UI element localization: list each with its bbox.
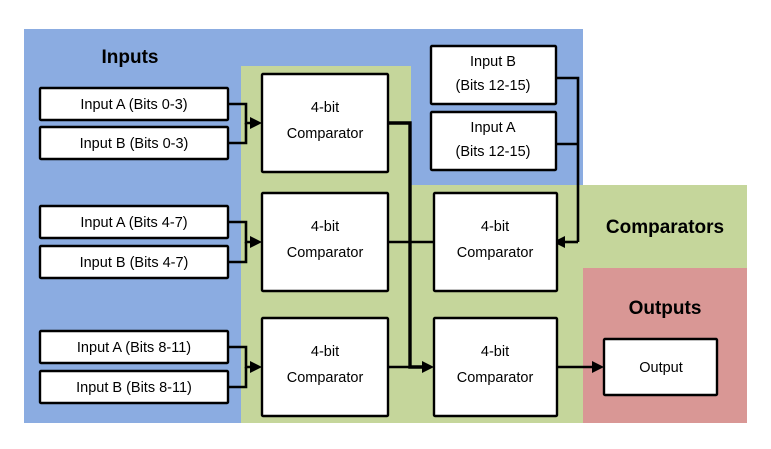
wire-group [228,76,604,389]
node-in-b-4-7-box[interactable] [38,244,230,280]
node-cmp-5[interactable]: 4-bit Comparator [432,316,559,418]
node-in-a-12-15-box[interactable] [429,110,558,172]
node-in-a-8-11-box[interactable] [38,329,230,365]
node-cmp-4-label-line1: 4-bit [481,219,509,235]
node-in-a-12-15[interactable]: Input A (Bits 12-15) [429,110,558,172]
wire-in-b-0-3-to-cmp-1 [228,123,248,145]
node-in-b-4-7[interactable]: Input B (Bits 4-7) [38,244,230,280]
node-cmp-3[interactable]: 4-bit Comparator [260,316,390,418]
band-label-outputs: Outputs [629,298,702,319]
arrowhead-cmp-3-in [250,361,262,373]
node-in-b-12-15-label-line2: (Bits 12-15) [456,78,531,94]
node-cmp-2-label-line2: Comparator [287,245,364,261]
wire-in-b-12-15-to-cmp-4 [556,76,580,242]
node-in-b-8-11[interactable]: Input B (Bits 8-11) [38,369,230,405]
band-comparators-label-block [583,185,747,268]
output-node-group: Output [602,337,719,397]
band-inputs-top-strip [241,29,411,66]
node-output-box[interactable] [602,337,719,397]
band-label-group: Inputs Comparators Outputs [102,47,725,319]
node-in-b-4-7-label: Input B (Bits 4-7) [80,255,189,271]
node-in-a-12-15-label-line1: Input A [470,120,515,136]
node-in-a-0-3-box[interactable] [38,86,230,122]
node-in-a-4-7-box[interactable] [38,204,230,240]
node-cmp-1-box[interactable] [260,72,390,174]
node-cmp-3-box[interactable] [260,316,390,418]
node-in-b-12-15-box[interactable] [429,44,558,106]
node-cmp-4-label-line2: Comparator [457,245,534,261]
node-in-a-12-15-label-line2: (Bits 12-15) [456,144,531,160]
node-cmp-4[interactable]: 4-bit Comparator [432,191,559,293]
node-cmp-5-label-line1: 4-bit [481,344,509,360]
node-in-a-8-11-label: Input A (Bits 8-11) [77,340,191,356]
band-label-comparators: Comparators [606,217,724,238]
band-label-inputs: Inputs [102,47,159,68]
node-in-b-12-15-label-line1: Input B [470,54,516,70]
node-cmp-3-label-line1: 4-bit [311,344,339,360]
node-in-b-0-3-label: Input B (Bits 0-3) [80,136,189,152]
node-cmp-1-label-line2: Comparator [287,126,364,142]
comparator-node-group: 4-bit Comparator 4-bit Comparator 4-bit … [260,72,559,418]
node-cmp-1[interactable]: 4-bit Comparator [260,72,390,174]
arrowhead-cmp-2-in [250,236,262,248]
arrowhead-cmp-4-in-right [553,236,565,248]
input-node-group: Input A (Bits 0-3) Input B (Bits 0-3) In… [38,44,558,405]
node-cmp-3-label-line2: Comparator [287,370,364,386]
node-in-b-8-11-box[interactable] [38,369,230,405]
node-in-a-4-7[interactable]: Input A (Bits 4-7) [38,204,230,240]
node-cmp-2-label-line1: 4-bit [311,219,339,235]
node-in-a-8-11[interactable]: Input A (Bits 8-11) [38,329,230,365]
wire-in-b-4-7-to-cmp-2 [228,242,248,264]
node-cmp-4-box[interactable] [432,191,559,293]
node-cmp-5-box[interactable] [432,316,559,418]
arrowhead-output-in [592,361,604,373]
node-output[interactable]: Output [602,337,719,397]
node-in-a-0-3[interactable]: Input A (Bits 0-3) [38,86,230,122]
arrowhead-cmp-5-in-left [422,361,434,373]
node-in-b-12-15[interactable]: Input B (Bits 12-15) [429,44,558,106]
node-in-a-4-7-label: Input A (Bits 4-7) [80,215,187,231]
node-in-a-0-3-label: Input A (Bits 0-3) [80,97,187,113]
node-output-label: Output [639,360,683,376]
node-cmp-2[interactable]: 4-bit Comparator [260,191,390,293]
node-cmp-2-box[interactable] [260,191,390,293]
wire-in-b-8-11-to-cmp-3 [228,367,248,389]
node-in-b-0-3[interactable]: Input B (Bits 0-3) [38,125,230,161]
node-in-b-0-3-box[interactable] [38,125,230,161]
node-cmp-1-label-line1: 4-bit [311,100,339,116]
arrowhead-cmp-1-in [250,117,262,129]
node-cmp-5-label-line2: Comparator [457,370,534,386]
node-in-b-8-11-label: Input B (Bits 8-11) [76,380,192,396]
